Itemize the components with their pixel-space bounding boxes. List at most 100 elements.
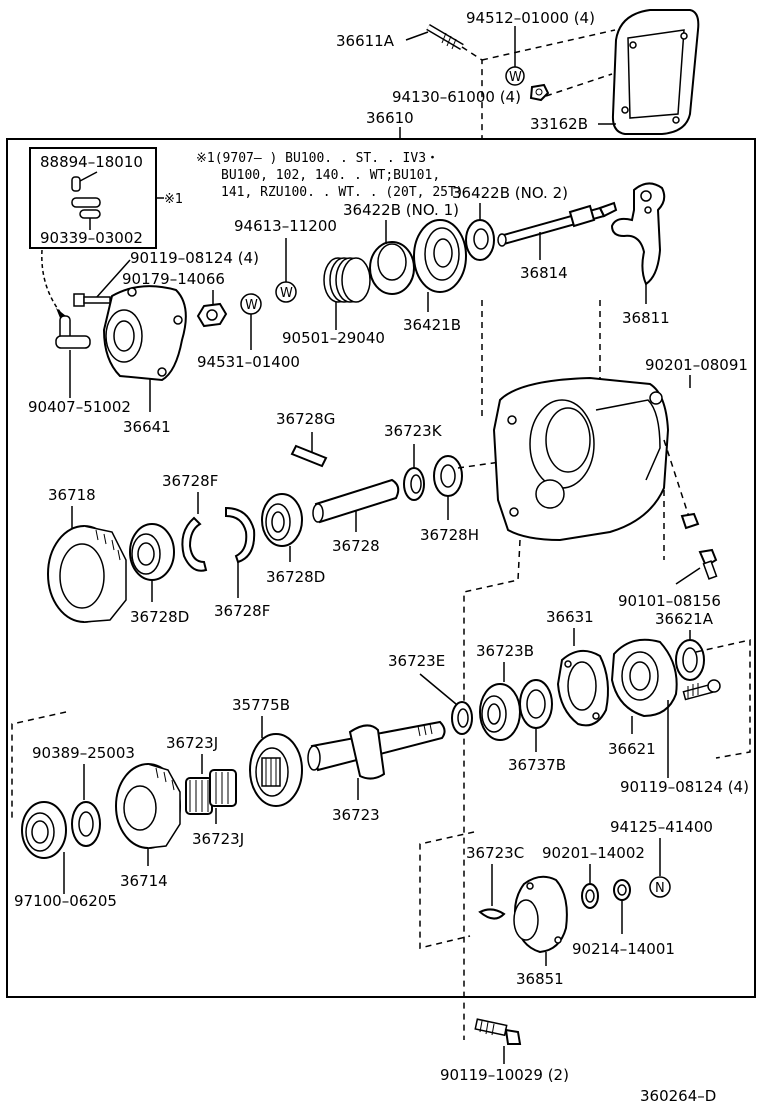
- plug-90201a: [680, 512, 700, 530]
- ring-36422B-no1: [369, 241, 415, 295]
- inset-bottom-label: 90339–03002: [40, 229, 143, 247]
- label-94512: 94512–01000 (4): [466, 9, 595, 27]
- label-90179: 90179–14066: [122, 270, 225, 288]
- washer-90214: [613, 879, 631, 901]
- inset-pin: [71, 171, 101, 230]
- inset-top-label: 88894–18010: [40, 153, 143, 171]
- label-36723: 36723: [332, 806, 380, 824]
- label-36723C: 36723C: [466, 844, 524, 862]
- label-94613: 94613–11200: [234, 217, 337, 235]
- label-94130: 94130–61000 (4): [392, 88, 521, 106]
- cover-36621: [610, 638, 678, 718]
- label-90119a: 90119–08124 (4): [130, 249, 259, 267]
- label-94125: 94125–41400: [610, 818, 713, 836]
- label-36621A: 36621A: [655, 610, 714, 628]
- label-36737B: 36737B: [508, 756, 566, 774]
- ring-36723E: [451, 701, 473, 735]
- housing-36851: [513, 875, 568, 954]
- label-36723J-b: 36723J: [192, 830, 244, 848]
- label-90389: 90389–25003: [32, 744, 135, 762]
- washer-N-94125: [649, 876, 671, 898]
- label-36728G: 36728G: [276, 410, 335, 428]
- label-90119c: 90119–10029 (2): [440, 1066, 569, 1084]
- label-36728D-b: 36728D: [266, 568, 325, 586]
- key-36723C: [478, 908, 506, 920]
- label-36851: 36851: [516, 970, 564, 988]
- bearing-36723J: [185, 769, 237, 815]
- label-36714: 36714: [120, 872, 168, 890]
- label-36422B-no2: 36422B (NO. 2): [452, 184, 568, 202]
- label-36611A: 36611A: [336, 32, 395, 50]
- ring-36422B-no2: [465, 219, 495, 261]
- note-line-2: BU100, 102, 140. . WT;BU101,: [221, 168, 440, 183]
- label-35775B: 35775B: [232, 696, 290, 714]
- washer-36728H: [433, 455, 463, 497]
- label-36723J-a: 36723J: [166, 734, 218, 752]
- ring-36723K: [403, 467, 425, 501]
- label-90201b: 90201–14002: [542, 844, 645, 862]
- nut-94130: [529, 83, 550, 102]
- mark-w-94531: W: [245, 298, 258, 313]
- seal-36621A: [675, 639, 705, 681]
- bearing-36728D-b: [261, 493, 303, 547]
- bearing-36723B: [479, 683, 521, 741]
- bolt-90119c: [474, 1018, 522, 1045]
- mark-w-94613: W: [280, 286, 293, 301]
- mark-n: N: [655, 881, 665, 896]
- pin-90407: [55, 315, 91, 349]
- label-90101: 90101–08156: [618, 592, 721, 610]
- label-97100: 97100–06205: [14, 892, 117, 910]
- key-36728G: [290, 444, 328, 468]
- label-94531: 94531–01400: [197, 353, 300, 371]
- bolt-90119a: [73, 293, 111, 307]
- label-36723K: 36723K: [384, 422, 443, 440]
- note-line-3: 141, RZU100. . WT. . (20T, 25T): [221, 185, 464, 200]
- label-36718: 36718: [48, 486, 96, 504]
- label-36631: 36631: [546, 608, 594, 626]
- bearing-97100: [21, 801, 67, 859]
- label-36641: 36641: [123, 418, 171, 436]
- bolt-90119b: [682, 679, 721, 701]
- snapring-36728F-a: [181, 516, 208, 572]
- gasket-36631: [556, 649, 609, 727]
- label-36621: 36621: [608, 740, 656, 758]
- note-line-1: ※1(9707– ) BU100. . ST. . IV3・: [196, 151, 439, 166]
- label-36723E: 36723E: [388, 652, 445, 670]
- label-36728H: 36728H: [420, 526, 479, 544]
- hub-36421B: [413, 219, 467, 293]
- mark-w-top: W: [509, 70, 522, 85]
- case-body: [492, 376, 670, 542]
- shaft-36814: [497, 201, 618, 247]
- label-36723B: 36723B: [476, 642, 534, 660]
- seal-90201b: [581, 883, 599, 909]
- label-36811: 36811: [622, 309, 670, 327]
- label-36728: 36728: [332, 537, 380, 555]
- gear-36718: [47, 525, 127, 623]
- label-36728F-a: 36728F: [162, 472, 218, 490]
- label-36421B: 36421B: [403, 316, 461, 334]
- label-90119b: 90119–08124 (4): [620, 778, 749, 796]
- label-36610: 36610: [366, 109, 414, 127]
- fork-36811: [610, 182, 666, 286]
- assembly-frame: [6, 138, 756, 998]
- label-36728F-b: 36728F: [214, 602, 270, 620]
- gasket-33162B: [611, 9, 700, 135]
- gear-36714: [115, 763, 181, 849]
- nut-90179: [196, 302, 228, 328]
- housing-36641: [102, 285, 187, 382]
- label-36814: 36814: [520, 264, 568, 282]
- label-33162B: 33162B: [530, 115, 588, 133]
- bolt-90101: [698, 548, 718, 580]
- gear-35775B: [249, 733, 303, 807]
- stud-36611A: [426, 23, 464, 51]
- shaft-36723: [307, 720, 446, 780]
- shim-36737B: [519, 679, 553, 729]
- label-90214: 90214–14001: [572, 940, 675, 958]
- label-90201a: 90201–08091: [645, 356, 748, 374]
- label-90501: 90501–29040: [282, 329, 385, 347]
- inset-marker: ※1: [164, 192, 183, 207]
- reference-code: 360264–D: [640, 1087, 716, 1105]
- washer-90389: [71, 801, 101, 847]
- label-36422B-no1: 36422B (NO. 1): [343, 201, 459, 219]
